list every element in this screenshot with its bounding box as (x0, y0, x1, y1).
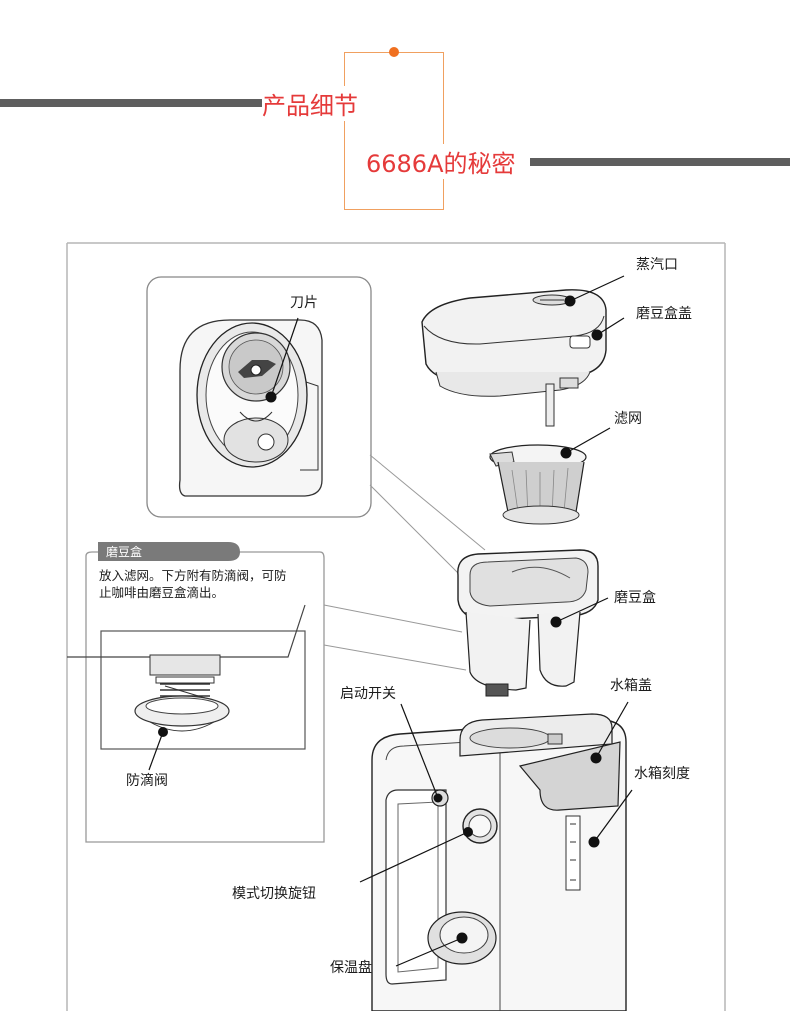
blade-label: 刀片 (290, 295, 318, 311)
tank-lid-label: 水箱盖 (610, 678, 652, 694)
filter-drawing (489, 444, 587, 525)
section-title: 产品细节 (262, 86, 360, 121)
section-subtitle: 6686A的秘密 (366, 144, 520, 179)
section-header: 产品细节 6686A的秘密 (0, 0, 790, 230)
blade-inset (146, 276, 486, 576)
main-body-drawing (371, 713, 627, 1011)
tank-scale-label: 水箱刻度 (634, 766, 690, 782)
valve-label: 防滴阀 (126, 772, 168, 789)
frame-dot (389, 47, 399, 57)
steam-port-label: 蒸汽口 (636, 257, 678, 273)
warming-plate-label: 保温盘 (330, 959, 372, 976)
grinder-lid-label: 磨豆盒盖 (636, 305, 692, 322)
figure-frame (66, 242, 726, 1011)
grinder-box-drawing (457, 549, 599, 697)
start-switch-label: 启动开关 (340, 686, 396, 702)
grinder-box-label: 磨豆盒 (614, 589, 656, 606)
detail-box-tag: 磨豆盒 (106, 544, 142, 559)
right-divider-bar (530, 158, 790, 166)
filter-label: 滤网 (614, 411, 642, 427)
mode-knob-label: 模式切换旋钮 (232, 885, 316, 902)
grinder-lid-drawing (421, 289, 607, 427)
detail-note-line1: 放入滤网。下方附有防滴阀，可防 (99, 568, 287, 583)
detail-note-line2: 止咖啡由磨豆盒滴出。 (99, 585, 224, 600)
left-divider-bar (0, 99, 262, 107)
valve-detail-box (67, 542, 467, 843)
